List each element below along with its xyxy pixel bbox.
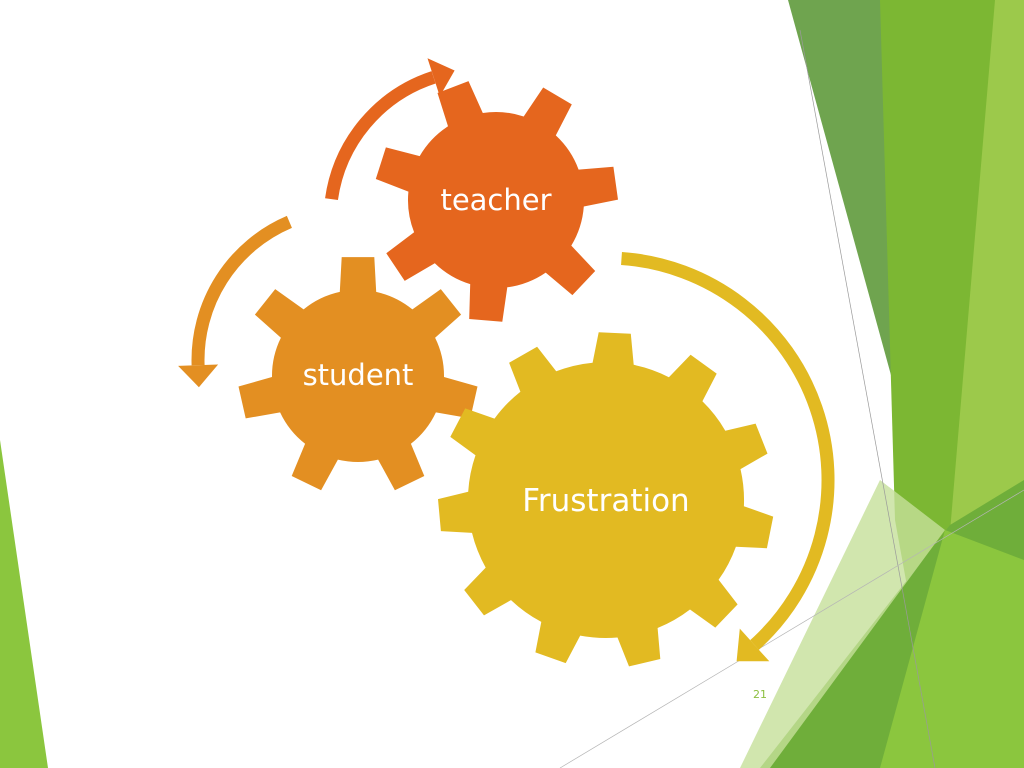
green-band-lime [880,530,1024,768]
gear-student [238,257,478,491]
gear-label-frustration: Frustration [522,483,689,519]
guide-line-1 [799,29,936,768]
theme-decoration-right [559,0,1024,768]
arrow-frustration-cycle-shaft [621,252,835,650]
theme-decoration-left [0,440,48,768]
gears [238,81,774,667]
page-number: 21 [753,688,767,701]
arrow-student-cycle [178,215,292,388]
gear-frustration [438,332,774,667]
gear-label-student: student [303,358,414,392]
arrow-frustration-cycle-head [736,628,770,662]
green-band-pale [740,480,945,768]
gear-teacher [375,81,618,322]
arrow-teacher-cycle-head [427,58,455,97]
arrow-teacher-cycle-shaft [325,71,436,201]
arrow-frustration-cycle [621,252,835,662]
guide-line-2 [559,489,1024,768]
gear-label-teacher: teacher [440,183,551,217]
arrow-teacher-cycle [325,58,455,201]
arrow-student-cycle-head [178,364,219,388]
cycle-arrows [178,58,835,662]
arrow-student-cycle-shaft [191,215,292,366]
